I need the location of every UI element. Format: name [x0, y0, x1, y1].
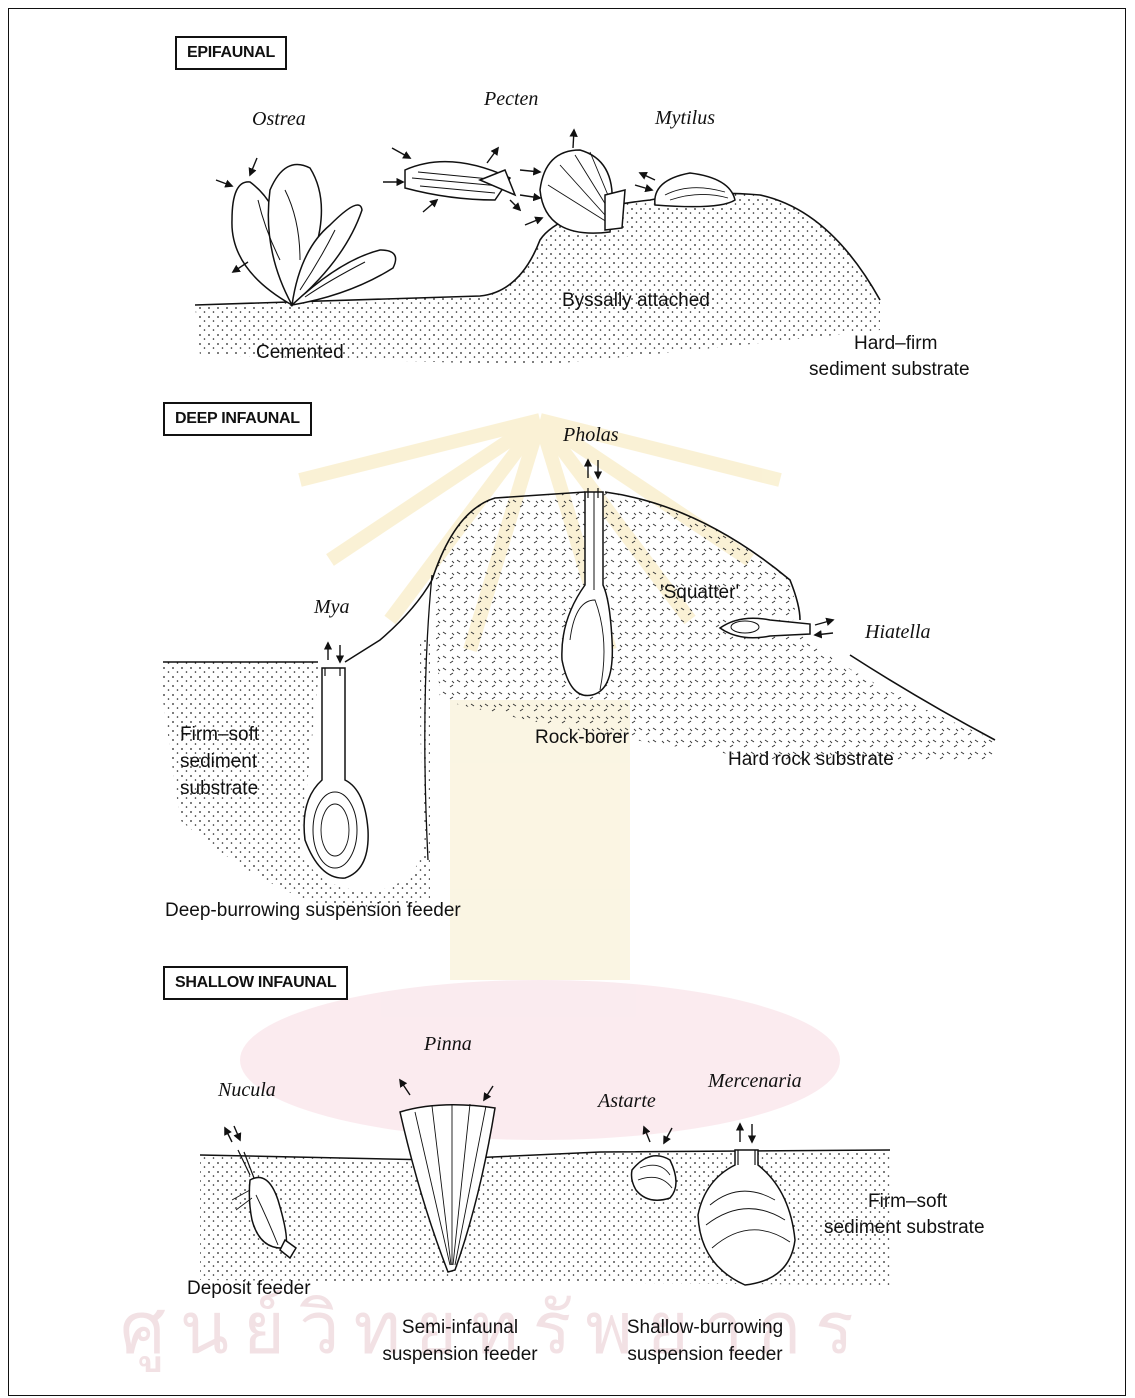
- label-firm-soft2-1: Firm–soft: [868, 1188, 947, 1215]
- label-hard-rock: Hard rock substrate: [728, 746, 894, 773]
- label-semi-infaunal-2: suspension feeder: [350, 1341, 570, 1368]
- section-shallow-infaunal: SHALLOW INFAUNAL: [163, 966, 348, 1000]
- label-cemented: Cemented: [256, 339, 344, 366]
- species-mya: Mya: [314, 596, 350, 619]
- section-deep-infaunal: DEEP INFAUNAL: [163, 402, 312, 436]
- label-hard-firm-1: Hard–firm: [854, 330, 937, 357]
- label-deep-burrowing: Deep-burrowing suspension feeder: [165, 897, 461, 924]
- pholas-arrows: [588, 460, 598, 478]
- mya-arrows: [328, 643, 340, 662]
- species-astarte: Astarte: [598, 1090, 656, 1113]
- label-shallow-burrowing-2: suspension feeder: [600, 1341, 810, 1368]
- label-semi-infaunal-1: Semi-infaunal: [360, 1314, 560, 1341]
- label-hard-firm-2: sediment substrate: [809, 356, 970, 383]
- hiatella-shell: [720, 618, 810, 638]
- section-epifaunal: EPIFAUNAL: [175, 36, 287, 70]
- label-firm-soft-2: sediment: [180, 748, 257, 775]
- pecten-attached: [540, 150, 625, 233]
- species-pholas: Pholas: [563, 424, 619, 447]
- label-deposit-feeder: Deposit feeder: [187, 1275, 311, 1302]
- astarte-arrows: [644, 1127, 672, 1143]
- species-pecten: Pecten: [484, 88, 538, 111]
- species-mytilus: Mytilus: [655, 107, 715, 130]
- species-ostrea: Ostrea: [252, 108, 306, 131]
- label-firm-soft-1: Firm–soft: [180, 721, 259, 748]
- pecten-swimming: [405, 162, 515, 200]
- mytilus-arrows: [635, 173, 655, 190]
- nucula-arrows: [225, 1126, 240, 1142]
- species-mercenaria: Mercenaria: [708, 1070, 802, 1093]
- label-byssally-attached: Byssally attached: [562, 287, 710, 314]
- pinna-arrows: [400, 1080, 493, 1100]
- label-shallow-burrowing-1: Shallow-burrowing: [600, 1314, 810, 1341]
- label-firm-soft-3: substrate: [180, 775, 258, 802]
- label-firm-soft2-2: sediment substrate: [824, 1214, 985, 1241]
- mytilus-shell: [655, 173, 735, 207]
- ostrea-shells: [232, 164, 396, 305]
- species-nucula: Nucula: [218, 1079, 276, 1102]
- hiatella-arrows: [815, 620, 833, 635]
- species-hiatella: Hiatella: [865, 621, 931, 644]
- label-rock-borer: Rock-borer: [535, 724, 629, 751]
- label-squatter: 'Squatter': [660, 579, 739, 606]
- mercenaria-arrows: [740, 1124, 752, 1142]
- species-pinna: Pinna: [424, 1033, 472, 1056]
